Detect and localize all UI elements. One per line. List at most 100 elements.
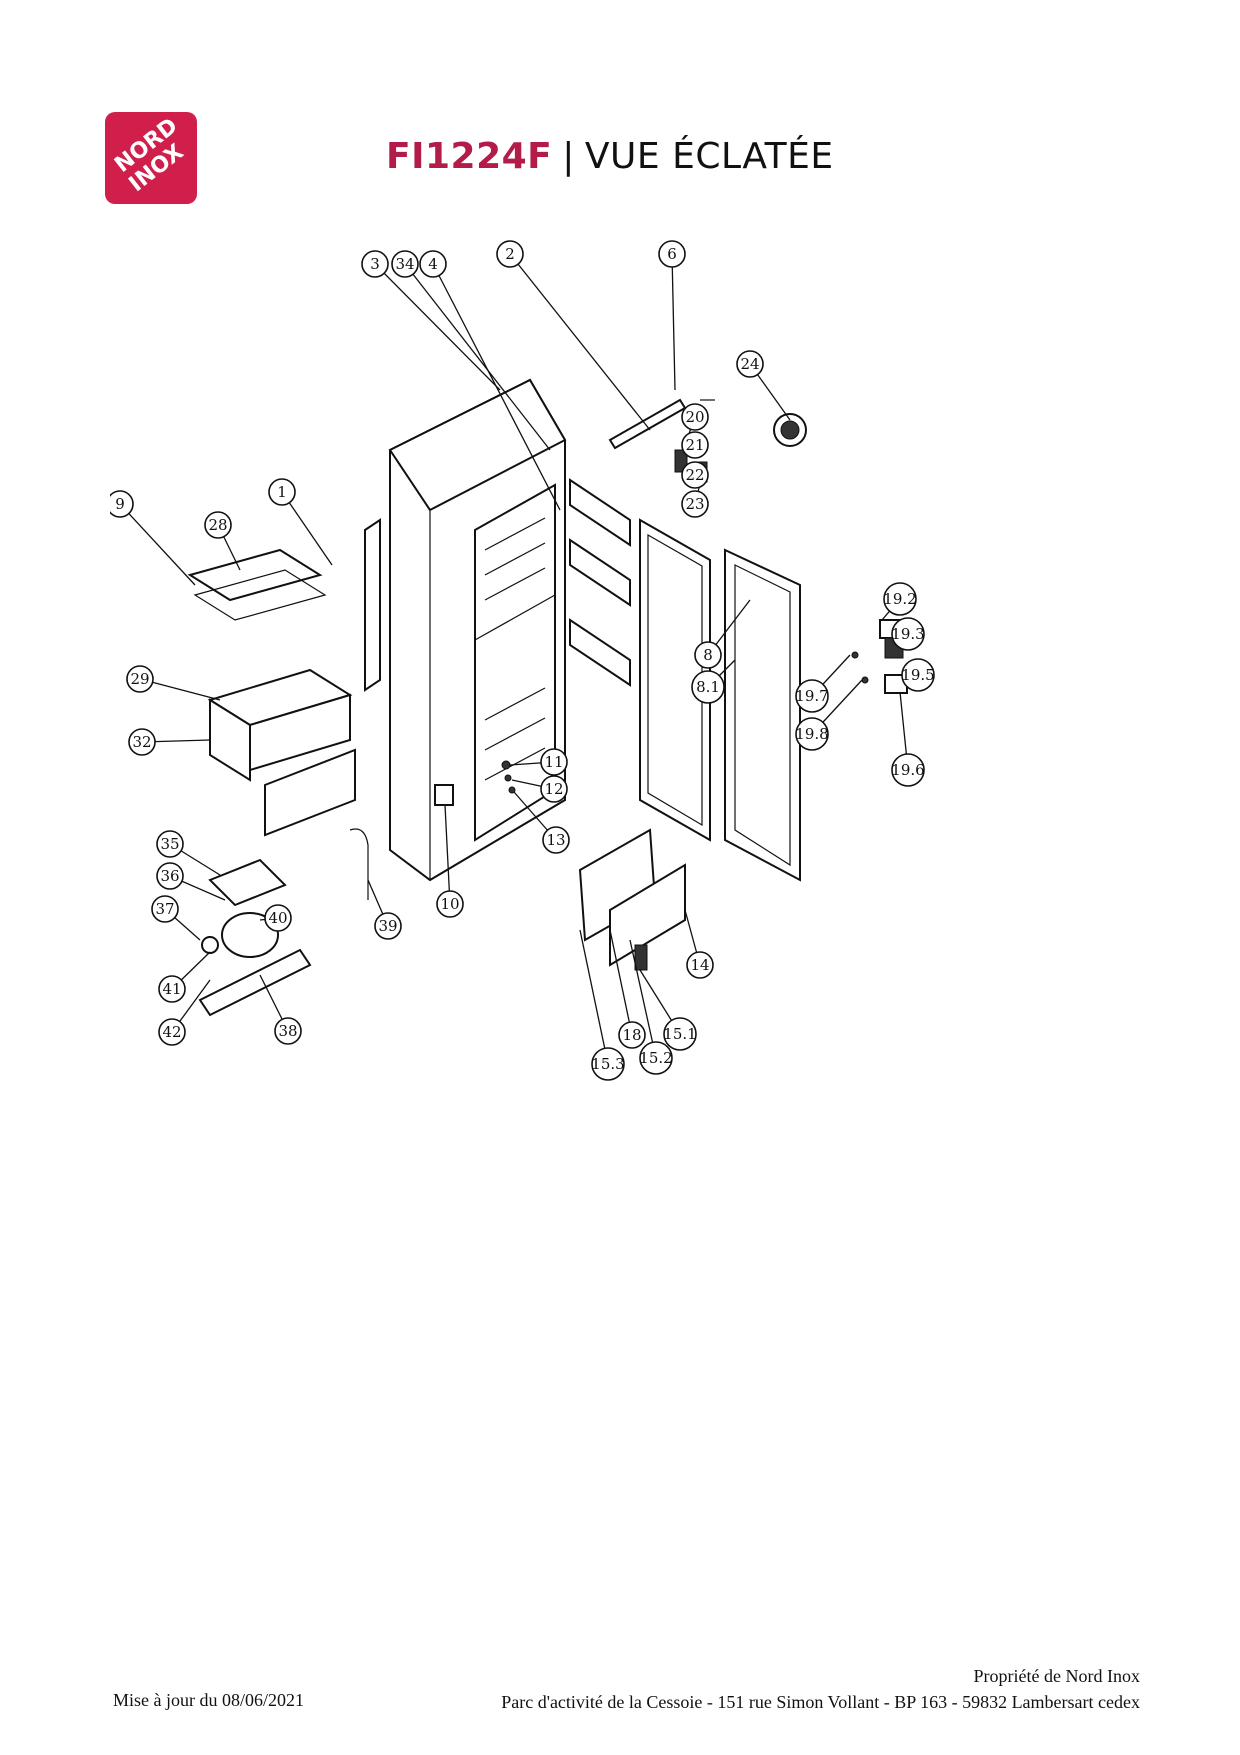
- side-panel: [364, 518, 381, 692]
- callout-leader-line: [281, 491, 333, 566]
- callout-leader-line: [579, 929, 609, 1065]
- wire-shelf: [187, 548, 323, 602]
- svg-text:19.2: 19.2: [883, 590, 916, 608]
- svg-text:19.7: 19.7: [795, 687, 828, 705]
- callout-20: 20: [681, 403, 709, 431]
- svg-text:41: 41: [162, 980, 181, 998]
- callout-6: 6: [658, 240, 686, 268]
- callout-35: 35: [156, 830, 184, 858]
- svg-text:24: 24: [740, 355, 759, 373]
- callout-19-7: 19.7: [795, 679, 829, 713]
- page-title: FI1224F|VUE ÉCLATÉE: [386, 136, 834, 177]
- bottom-hinge: [434, 784, 454, 806]
- callout-10: 10: [436, 890, 464, 918]
- cabinet-body: [388, 378, 567, 882]
- callout-11: 11: [540, 748, 568, 776]
- callout-28: 28: [204, 511, 232, 539]
- callout-32: 32: [128, 728, 156, 756]
- callout-13: 13: [542, 826, 570, 854]
- callout-leader-line: [609, 929, 633, 1036]
- callout-9: 9: [110, 490, 134, 518]
- svg-text:15.1: 15.1: [663, 1025, 696, 1043]
- probe: [349, 828, 369, 900]
- svg-text:32: 32: [132, 733, 151, 751]
- callout-23: 23: [681, 490, 709, 518]
- svg-text:21: 21: [685, 436, 704, 454]
- callout-37: 37: [151, 895, 179, 923]
- svg-text:19.8: 19.8: [795, 725, 828, 743]
- svg-text:1: 1: [277, 483, 287, 501]
- callout-12: 12: [540, 775, 568, 803]
- door-frame: [639, 518, 711, 842]
- svg-text:18: 18: [622, 1026, 641, 1044]
- svg-text:36: 36: [160, 867, 179, 885]
- callout-19-8: 19.8: [795, 717, 829, 751]
- callout-15-3: 15.3: [591, 1047, 625, 1081]
- callout-39: 39: [374, 912, 402, 940]
- svg-text:11: 11: [544, 753, 563, 771]
- svg-text:40: 40: [268, 909, 287, 927]
- callout-leader-line: [374, 263, 501, 391]
- svg-text:28: 28: [208, 516, 227, 534]
- callout-3: 3: [361, 250, 389, 278]
- model-code: FI1224F: [386, 136, 553, 177]
- title-separator: |: [562, 136, 575, 177]
- svg-text:42: 42: [162, 1023, 181, 1041]
- svg-text:8: 8: [703, 646, 713, 664]
- callout-19-2: 19.2: [883, 582, 917, 616]
- callout-leader-line: [119, 503, 196, 586]
- callout-4: 4: [419, 250, 447, 278]
- callout-14: 14: [686, 951, 714, 979]
- callout-15-1: 15.1: [663, 1017, 697, 1051]
- callout-29: 29: [126, 665, 154, 693]
- view-title: VUE ÉCLATÉE: [584, 136, 834, 177]
- svg-text:14: 14: [690, 956, 709, 974]
- svg-text:37: 37: [155, 900, 174, 918]
- svg-text:35: 35: [160, 835, 179, 853]
- fan-part: [773, 413, 807, 447]
- nord-inox-logo: NORD INOX: [105, 112, 197, 204]
- callout-8: 8: [694, 641, 722, 669]
- svg-text:39: 39: [378, 917, 397, 935]
- svg-text:22: 22: [685, 466, 704, 484]
- callout-19-6: 19.6: [891, 753, 925, 787]
- svg-text:4: 4: [428, 255, 438, 273]
- glass-door: [724, 548, 801, 882]
- footer-updated: Mise à jour du 08/06/2021: [113, 1690, 304, 1710]
- compressor-assembly: [198, 858, 312, 1017]
- callout-19-3: 19.3: [891, 617, 925, 651]
- callout-leader-line: [629, 939, 657, 1059]
- svg-text:2: 2: [505, 245, 515, 263]
- callout-22: 22: [681, 461, 709, 489]
- callout-36: 36: [156, 862, 184, 890]
- svg-text:38: 38: [278, 1022, 297, 1040]
- door-shelves: [569, 478, 631, 687]
- callout-8-1: 8.1: [691, 670, 725, 704]
- callout-38: 38: [274, 1017, 302, 1045]
- callout-1: 1: [268, 478, 296, 506]
- callout-41: 41: [158, 975, 186, 1003]
- svg-text:15.3: 15.3: [591, 1055, 624, 1073]
- footer-address: Parc d'activité de la Cessoie - 151 rue …: [501, 1692, 1140, 1712]
- svg-text:15.2: 15.2: [639, 1049, 672, 1067]
- svg-text:13: 13: [546, 831, 565, 849]
- callout-2: 2: [496, 240, 524, 268]
- svg-text:19.5: 19.5: [901, 666, 934, 684]
- svg-text:6: 6: [667, 245, 677, 263]
- top-rail: [608, 398, 687, 450]
- callout-40: 40: [264, 904, 292, 932]
- svg-text:34: 34: [395, 255, 414, 273]
- svg-text:10: 10: [440, 895, 459, 913]
- svg-text:29: 29: [130, 670, 149, 688]
- svg-text:20: 20: [685, 408, 704, 426]
- svg-text:12: 12: [544, 780, 563, 798]
- footer-owner: Propriété de Nord Inox: [973, 1666, 1140, 1686]
- callout-19-5: 19.5: [901, 658, 935, 692]
- svg-text:23: 23: [685, 495, 704, 513]
- svg-text:19.3: 19.3: [891, 625, 924, 643]
- callout-leader-line: [432, 263, 561, 511]
- drawer-unit: [207, 668, 356, 837]
- svg-text:8.1: 8.1: [696, 678, 720, 696]
- callout-24: 24: [736, 350, 764, 378]
- callout-leader-line: [404, 263, 551, 451]
